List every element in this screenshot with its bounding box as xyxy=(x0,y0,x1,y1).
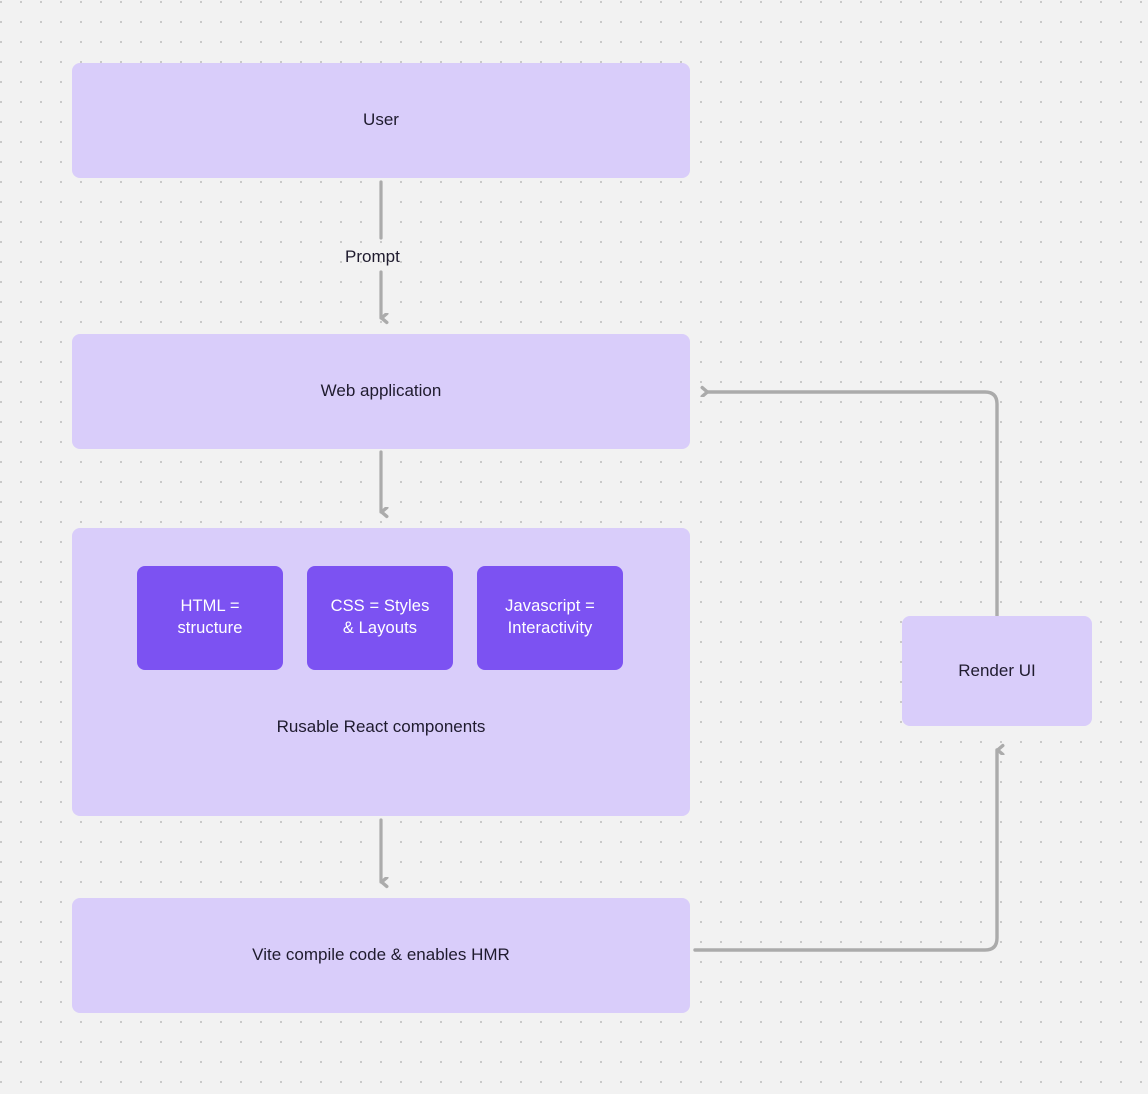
node-react-components-label: Rusable React components xyxy=(276,717,486,736)
node-user[interactable]: User xyxy=(72,63,690,178)
edge-vite-to-render xyxy=(693,750,997,952)
node-web-application-label: Web application xyxy=(320,381,442,401)
node-css-label: CSS = Styles & Layouts xyxy=(330,597,430,637)
edge-label-prompt: Prompt xyxy=(345,247,400,266)
node-user-label: User xyxy=(363,110,399,130)
node-vite[interactable]: Vite compile code & enables HMR xyxy=(72,898,690,1013)
node-html[interactable]: HTML = structure xyxy=(137,566,283,670)
node-javascript[interactable]: Javascript = Interactivity xyxy=(477,566,623,670)
node-render-ui-label: Render UI xyxy=(958,660,1036,680)
node-javascript-label: Javascript = Interactivity xyxy=(505,597,595,637)
edge-render-to-webapp xyxy=(708,392,999,618)
node-html-label: HTML = structure xyxy=(177,597,243,637)
node-css[interactable]: CSS = Styles & Layouts xyxy=(307,566,453,670)
node-render-ui[interactable]: Render UI xyxy=(902,616,1092,726)
node-vite-label: Vite compile code & enables HMR xyxy=(252,945,510,965)
node-web-application[interactable]: Web application xyxy=(72,334,690,449)
